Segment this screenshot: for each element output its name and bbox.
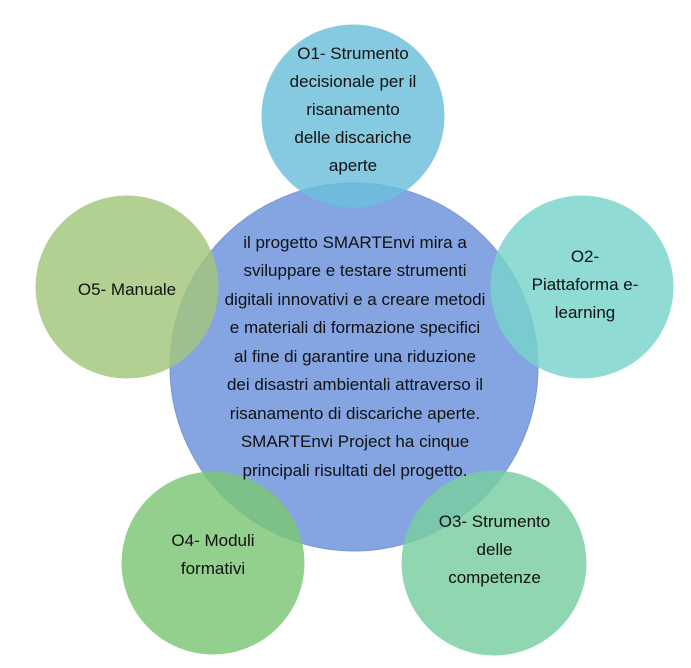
- output-label-o1: O1- Strumento decisionale per il risanam…: [289, 44, 417, 175]
- output-circle-o3: [401, 470, 587, 656]
- center-description: il progetto SMARTEnvi mira a sviluppare …: [224, 232, 486, 480]
- output-label-o4: O4- Moduli formativi: [171, 531, 255, 578]
- output-label-o3: O3- Strumento delle competenze: [438, 512, 551, 587]
- output-label-o5: O5- Manuale: [77, 280, 177, 299]
- output-circle-o2: [490, 195, 674, 379]
- output-label-o2: O2- Piattaforma e- learning: [531, 247, 639, 322]
- output-circle-o4: [121, 471, 305, 655]
- output-circle-o5: [35, 195, 219, 379]
- output-circle-o1: [261, 24, 445, 208]
